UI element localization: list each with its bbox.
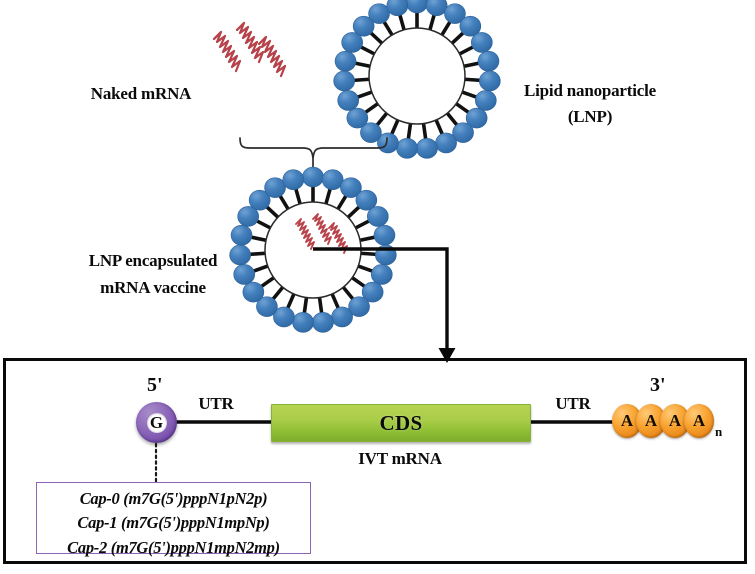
lipid-head bbox=[341, 32, 363, 53]
lipid-head bbox=[242, 281, 265, 303]
three-prime-label: 3' bbox=[650, 374, 666, 396]
lipid-head bbox=[237, 206, 259, 227]
label-lnp-encapsulated-line1: LNP encapsulated bbox=[88, 251, 218, 270]
label-lipid-nanoparticle: Lipid nanoparticle (LNP) bbox=[495, 80, 685, 129]
label-lnp-encapsulated: LNP encapsulated mRNA vaccine bbox=[63, 250, 243, 300]
lipid-head bbox=[321, 169, 344, 191]
lnp-encapsulated-graphic bbox=[229, 166, 397, 333]
lipid-head bbox=[352, 15, 375, 37]
cap-g-letter: G bbox=[146, 412, 167, 433]
lipid-head bbox=[368, 3, 390, 24]
lipid-head bbox=[444, 3, 466, 24]
five-prime-label: 5' bbox=[147, 374, 163, 396]
lipid-head bbox=[334, 50, 357, 72]
label-lipid-nanoparticle-line2: (LNP) bbox=[567, 107, 613, 127]
construct-panel-frame bbox=[3, 358, 747, 564]
lipid-head bbox=[292, 312, 314, 333]
lipid-head bbox=[361, 281, 384, 303]
cds-box: CDS bbox=[271, 404, 531, 442]
lipid-head bbox=[337, 90, 360, 111]
lipid-head bbox=[312, 312, 334, 333]
lipid-head bbox=[471, 32, 493, 53]
lipid-head bbox=[346, 107, 369, 129]
lipid-head bbox=[355, 189, 378, 211]
utr-left-label: UTR bbox=[198, 394, 234, 413]
ivt-mrna-caption: IVT mRNA bbox=[358, 449, 442, 468]
cap-variant-line: Cap-2 (m7G(5')pppN1mpN2mp) bbox=[67, 537, 280, 557]
label-naked-mrna: Naked mRNA bbox=[90, 84, 192, 103]
lipid-head bbox=[348, 296, 370, 317]
lipid-head bbox=[452, 122, 474, 143]
naked-mrna-strands bbox=[212, 21, 287, 78]
flow-arrow-to-construct bbox=[313, 247, 456, 363]
lipid-head bbox=[273, 306, 295, 328]
utr-right-label: UTR bbox=[555, 394, 591, 413]
label-lipid-nanoparticle-line1: Lipid nanoparticle bbox=[524, 81, 656, 100]
lipid-head bbox=[477, 50, 500, 72]
lipid-head bbox=[425, 0, 448, 17]
lipid-head bbox=[386, 0, 409, 17]
cap-variant-line: Cap-0 (m7G(5')pppN1pN2p) bbox=[79, 489, 268, 508]
lipid-head bbox=[474, 90, 497, 111]
lipid-head bbox=[396, 138, 418, 159]
cds-label: CDS bbox=[379, 410, 423, 435]
cap-variants-box: Cap-0 (m7G(5')pppN1pN2p) Cap-1 (m7G(5')pp… bbox=[36, 482, 311, 557]
lipid-head bbox=[360, 122, 382, 143]
lipid-head bbox=[333, 70, 355, 92]
lipid-head bbox=[406, 0, 428, 14]
lipid-head bbox=[340, 177, 362, 198]
lipid-head bbox=[373, 224, 396, 246]
lipid-head bbox=[416, 138, 438, 159]
lipid-head bbox=[256, 296, 278, 317]
polya-subscript-n: n bbox=[715, 424, 723, 439]
lipid-head bbox=[302, 166, 324, 188]
lipid-head bbox=[331, 306, 353, 328]
combination-brace bbox=[239, 137, 388, 170]
lipid-head bbox=[435, 132, 457, 154]
lipid-head bbox=[367, 206, 389, 227]
cap-g-structure: G bbox=[136, 402, 177, 443]
label-lnp-encapsulated-line2: mRNA vaccine bbox=[100, 278, 206, 298]
lipid-head bbox=[370, 264, 393, 285]
lipid-head bbox=[282, 169, 305, 191]
lipid-nanoparticle-graphic bbox=[333, 0, 501, 159]
lipid-head bbox=[465, 107, 488, 129]
lipid-head bbox=[459, 15, 482, 37]
polya-nucleotide: A bbox=[684, 404, 714, 438]
cap-variant-line: Cap-1 (m7G(5')pppN1mpNp) bbox=[77, 513, 270, 533]
lipid-head bbox=[248, 189, 271, 211]
polya-nucleotide: A bbox=[636, 404, 666, 438]
lipid-head bbox=[264, 177, 286, 198]
lipid-head bbox=[230, 224, 253, 246]
